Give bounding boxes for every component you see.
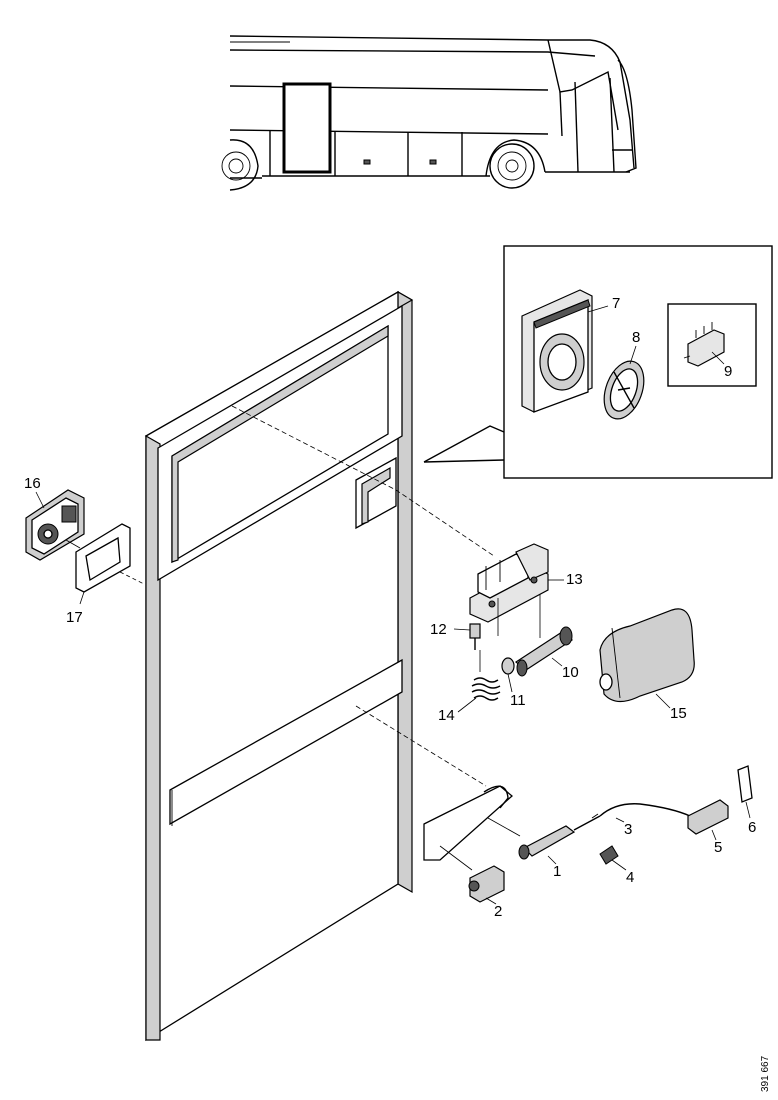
callout-5: 5	[714, 839, 722, 856]
detail-inset	[423, 245, 773, 479]
door-panel	[144, 290, 414, 1042]
upper-lock-parts	[231, 405, 695, 703]
callout-11: 11	[510, 692, 526, 709]
callout-2: 2	[494, 903, 502, 920]
callout-labels: 1 2 3 4 5 6 7 8 9 10 11 12 13 14 15 16 1…	[24, 295, 756, 920]
callout-13: 13	[566, 571, 583, 588]
callout-17: 17	[66, 609, 83, 626]
lock-assembly-left	[25, 489, 145, 593]
callout-16: 16	[24, 475, 41, 492]
callout-1: 1	[553, 863, 561, 880]
callout-9: 9	[724, 363, 732, 380]
callout-8: 8	[632, 329, 640, 346]
bus-overview	[221, 35, 637, 191]
callout-7: 7	[612, 295, 620, 312]
callout-10: 10	[562, 664, 579, 681]
callout-14: 14	[438, 707, 455, 724]
callout-4: 4	[626, 869, 634, 886]
lower-handle-parts	[355, 705, 753, 903]
callout-12: 12	[430, 621, 447, 638]
callout-3: 3	[624, 821, 632, 838]
drawing-reference-code: 391 667	[760, 1055, 771, 1092]
callout-15: 15	[670, 705, 687, 722]
callout-6: 6	[748, 819, 756, 836]
